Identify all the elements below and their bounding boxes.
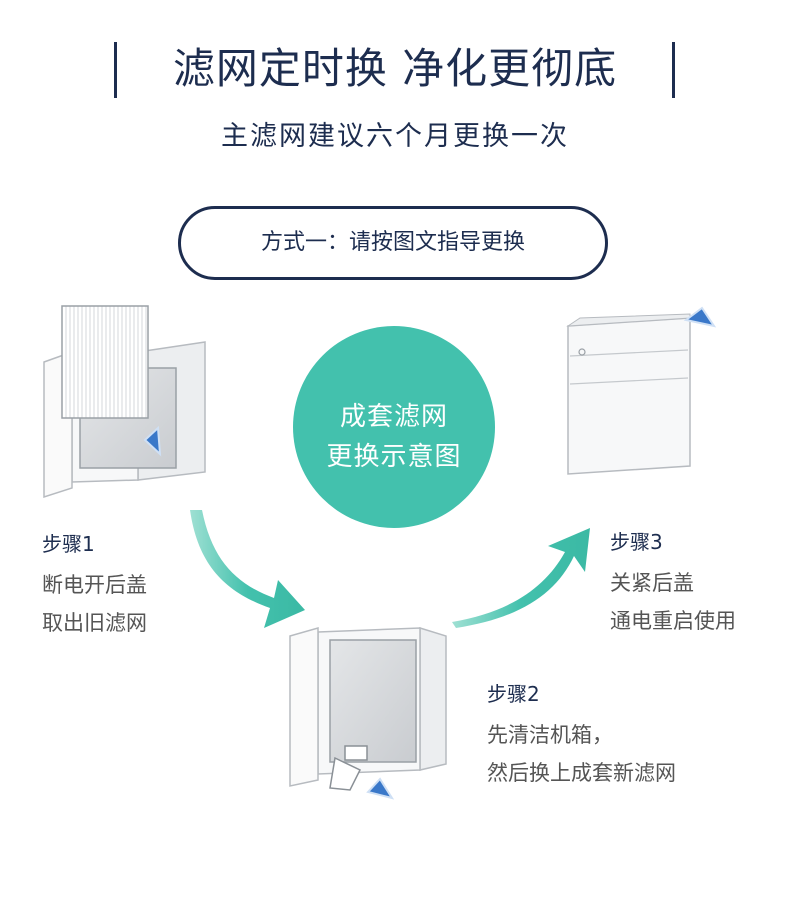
circle-line-1: 成套滤网 [339, 402, 448, 432]
step-1: 步骤1 断电开后盖 取出旧滤网 [42, 528, 147, 637]
center-circle: 成套滤网 更换示意图 [293, 326, 495, 528]
flow-arrow-1-icon [190, 510, 305, 628]
title-bar-right [672, 42, 675, 98]
title-row: 滤网定时换 净化更彻底 [0, 36, 790, 102]
step-1-line-2: 取出旧滤网 [42, 611, 147, 635]
device-step1 [43, 305, 206, 499]
step-2-line-1: 先清洁机箱， [487, 723, 613, 747]
step-3: 步骤3 关紧后盖 通电重启使用 [610, 526, 736, 635]
main-title: 滤网定时换 净化更彻底 [172, 44, 618, 93]
method-pill: 方式一：请按图文指导更换 [178, 206, 608, 280]
device-step2 [289, 626, 447, 791]
arrow-indicator-icon [683, 306, 717, 328]
step-3-title: 步骤3 [610, 530, 663, 554]
arrow-indicator-icon [366, 777, 395, 800]
circle-line-2: 更换示意图 [326, 442, 462, 472]
device-step3 [566, 313, 691, 475]
step-1-line-1: 断电开后盖 [42, 573, 147, 597]
flow-arrow-2-icon [452, 528, 590, 628]
step-2-title: 步骤2 [487, 682, 540, 706]
title-bar-left [114, 42, 117, 98]
step-1-title: 步骤1 [42, 532, 95, 556]
step-3-line-2: 通电重启使用 [610, 609, 736, 633]
sub-title: 主滤网建议六个月更换一次 [221, 121, 569, 152]
step-3-line-1: 关紧后盖 [610, 571, 694, 595]
arrow-indicator-icon [143, 425, 162, 457]
step-2-line-2: 然后换上成套新滤网 [487, 761, 676, 785]
step-2: 步骤2 先清洁机箱， 然后换上成套新滤网 [487, 678, 676, 787]
